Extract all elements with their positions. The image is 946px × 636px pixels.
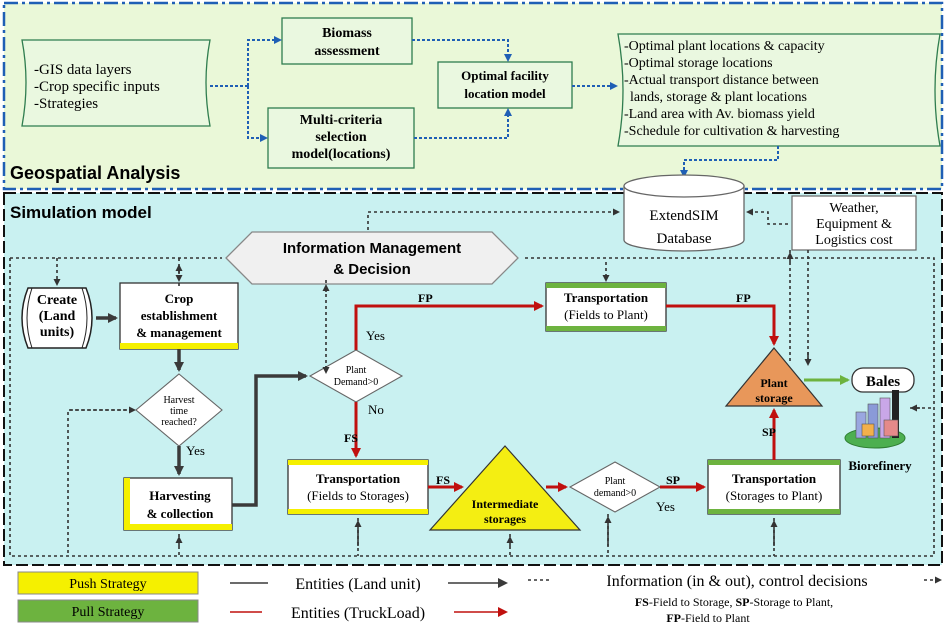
harvesting-label: & collection bbox=[147, 506, 215, 521]
weather-label: Weather, bbox=[829, 201, 878, 216]
optimal-facility-box: Optimal facility location model bbox=[437, 61, 573, 109]
intermediate-label: Intermediate bbox=[472, 497, 539, 511]
plant-demand-decision-2: Plant demand>0 bbox=[568, 461, 662, 513]
truckload-flows bbox=[351, 301, 779, 492]
bales-label: Bales bbox=[866, 374, 900, 390]
geo-output-line: -Optimal storage locations bbox=[624, 56, 773, 71]
geo-output-line: -Schedule for cultivation & harvesting bbox=[624, 124, 839, 139]
extendsim-database: ExtendSIM Database bbox=[623, 174, 745, 252]
t-fp-sub: (Fields to Plant) bbox=[564, 307, 648, 322]
push-strategy-label: Push Strategy bbox=[69, 577, 146, 592]
transport-fields-to-plant: Transportation (Fields to Plant) bbox=[545, 282, 667, 332]
transport-fields-to-storages: Transportation (Fields to Storages) bbox=[287, 459, 429, 515]
multi-criteria-box: Multi-criteria selection model(locations… bbox=[267, 107, 415, 169]
harvesting-label: Harvesting bbox=[149, 488, 211, 503]
pull-strategy-swatch bbox=[17, 599, 199, 623]
geo-outputs-box: -Optimal plant locations & capacity -Opt… bbox=[617, 33, 941, 147]
sp-label: SP bbox=[762, 425, 776, 439]
geo-input-line: -Strategies bbox=[34, 96, 98, 112]
legend-info-label: Information (in & out), control decision… bbox=[606, 573, 867, 590]
plant-demand2-yes: Yes bbox=[656, 499, 675, 514]
harvest-yes-label: Yes bbox=[186, 443, 205, 458]
bales-box: Bales bbox=[851, 367, 915, 393]
pull-strategy-label: Pull Strategy bbox=[72, 605, 145, 620]
mcs-label: Multi-criteria bbox=[300, 113, 382, 128]
information-management: Information Management & Decision bbox=[225, 231, 519, 285]
ofl-label: Optimal facility bbox=[461, 68, 549, 83]
geo-output-line: lands, storage & plant locations bbox=[630, 90, 807, 105]
create-land-units: Create (Land units) bbox=[21, 287, 93, 349]
legend-abbreviations-1: FS-Field to Storage, SP-Storage to Plant… bbox=[635, 595, 833, 609]
legend-land-label: Entities (Land unit) bbox=[295, 576, 420, 593]
biorefinery-icon bbox=[844, 390, 906, 449]
legend-truck-label: Entities (TruckLoad) bbox=[291, 605, 425, 622]
fs-label: FS bbox=[344, 431, 358, 445]
plant-storage: Plant storage bbox=[724, 347, 824, 407]
geo-inputs-box: -GIS data layers -Crop specific inputs -… bbox=[21, 39, 211, 127]
info-mgmt-label: & Decision bbox=[333, 261, 411, 278]
plant-demand2-label: Plant bbox=[605, 476, 626, 487]
t-fp-title: Transportation bbox=[564, 290, 649, 305]
geo-output-line: -Land area with Av. biomass yield bbox=[624, 107, 815, 122]
plant-demand-label: Demand>0 bbox=[334, 377, 379, 388]
transport-storages-to-plant: Transportation (Storages to Plant) bbox=[707, 459, 841, 515]
create-label: (Land bbox=[39, 309, 76, 324]
database-label: Database bbox=[657, 231, 712, 247]
harvest-q-label: reached? bbox=[161, 417, 197, 428]
biomass-label: assessment bbox=[314, 44, 380, 59]
mcs-label: model(locations) bbox=[292, 147, 391, 162]
harvest-q-label: Harvest bbox=[163, 395, 194, 406]
land-unit-flows bbox=[96, 313, 308, 507]
crop-label: & management bbox=[136, 325, 222, 340]
biomass-assessment-box: Biomass assessment bbox=[281, 17, 413, 65]
create-label: Create bbox=[37, 293, 77, 308]
database-label: ExtendSIM bbox=[649, 208, 718, 224]
geospatial-label: Geospatial Analysis bbox=[10, 163, 180, 183]
intermediate-storages: Intermediate storages bbox=[428, 445, 582, 531]
create-label: units) bbox=[40, 325, 75, 340]
intermediate-label: storages bbox=[484, 512, 526, 526]
plant-demand-yes: Yes bbox=[366, 328, 385, 343]
plant-demand-label: Plant bbox=[346, 365, 367, 376]
crop-establishment-box: Crop establishment & management bbox=[119, 282, 239, 350]
ofl-label: location model bbox=[464, 86, 546, 101]
plant-demand2-label: demand>0 bbox=[594, 488, 636, 499]
geo-input-line: -Crop specific inputs bbox=[34, 79, 160, 95]
geo-connectors bbox=[210, 36, 779, 178]
crop-label: Crop bbox=[165, 291, 194, 306]
geo-input-line: -GIS data layers bbox=[34, 62, 132, 78]
simulation-label: Simulation model bbox=[10, 203, 152, 222]
biomass-label: Biomass bbox=[322, 26, 372, 41]
fs-label: FS bbox=[436, 473, 450, 487]
t-fs-title: Transportation bbox=[316, 471, 401, 486]
mcs-label: selection bbox=[315, 130, 367, 145]
crop-label: establishment bbox=[141, 308, 218, 323]
legend: Push Strategy Pull Strategy Entities (La… bbox=[17, 571, 942, 625]
plant-demand-no: No bbox=[368, 402, 384, 417]
weather-label: Logistics cost bbox=[815, 233, 892, 248]
harvest-q-label: time bbox=[170, 406, 188, 417]
geo-output-line: -Optimal plant locations & capacity bbox=[624, 39, 825, 54]
push-strategy-swatch bbox=[17, 571, 199, 595]
t-sp-title: Transportation bbox=[732, 471, 817, 486]
plant-storage-label: storage bbox=[755, 391, 793, 405]
fp-label: FP bbox=[736, 291, 751, 305]
weather-box: Weather, Equipment & Logistics cost bbox=[791, 195, 917, 251]
information-lines bbox=[9, 208, 935, 557]
t-sp-sub: (Storages to Plant) bbox=[726, 488, 823, 503]
weather-label: Equipment & bbox=[816, 217, 892, 232]
information-arrowheads bbox=[70, 252, 920, 546]
harvesting-collection-box: Harvesting & collection bbox=[123, 477, 233, 531]
biorefinery-label: Biorefinery bbox=[848, 458, 912, 473]
sp-label: SP bbox=[666, 473, 680, 487]
fp-label: FP bbox=[418, 291, 433, 305]
legend-abbreviations-2: FP-Field to Plant bbox=[666, 611, 750, 625]
plant-storage-label: Plant bbox=[760, 376, 787, 390]
info-mgmt-label: Information Management bbox=[283, 240, 461, 257]
t-fs-sub: (Fields to Storages) bbox=[307, 488, 409, 503]
geo-output-line: -Actual transport distance between bbox=[624, 73, 819, 88]
